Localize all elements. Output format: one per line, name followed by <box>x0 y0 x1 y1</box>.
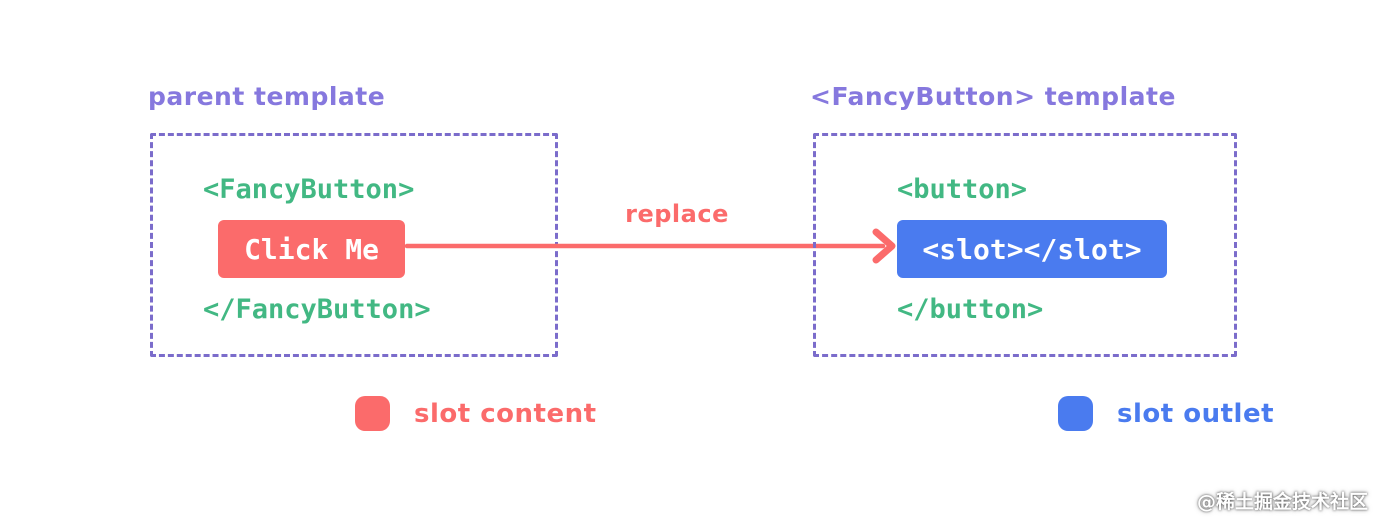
watermark: @稀土掘金技术社区 <box>1196 491 1368 513</box>
fancybutton-template-title: <FancyButton> template <box>810 82 1176 111</box>
replace-arrow <box>404 228 896 264</box>
slot-outlet-swatch-icon <box>1058 396 1093 431</box>
slot-content-chip-label: Click Me <box>244 232 379 266</box>
replace-arrow-head-icon <box>872 228 896 264</box>
button-open-tag: <button> <box>897 174 1028 205</box>
fancybutton-close-tag: </FancyButton> <box>203 294 431 325</box>
legend-slot-outlet-label: slot outlet <box>1117 398 1275 429</box>
legend-item-slot-content: slot content <box>355 396 597 431</box>
slot-content-chip: Click Me <box>218 220 405 278</box>
slot-outlet-chip-label: <slot></slot> <box>922 232 1142 266</box>
replace-arrow-label: replace <box>625 200 729 228</box>
fancybutton-open-tag: <FancyButton> <box>203 174 415 205</box>
fancybutton-template-box <box>813 133 1237 357</box>
slot-outlet-chip: <slot></slot> <box>897 220 1167 278</box>
legend-slot-content-label: slot content <box>414 398 597 429</box>
legend-item-slot-outlet: slot outlet <box>1058 396 1274 431</box>
parent-template-title: parent template <box>148 82 386 111</box>
slot-content-swatch-icon <box>355 396 390 431</box>
button-close-tag: </button> <box>897 294 1044 325</box>
